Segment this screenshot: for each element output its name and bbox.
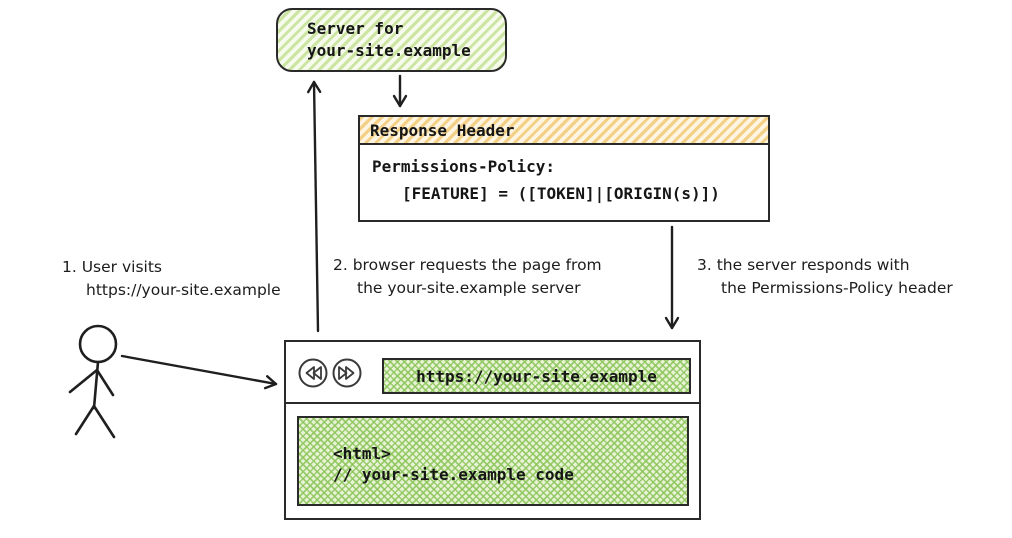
stick-figure-leg-left — [74, 404, 96, 436]
response-header-body: Permissions-Policy: [FEATURE] = ([TOKEN]… — [360, 145, 768, 207]
page-code-line: // your-site.example code — [333, 465, 574, 484]
stick-figure — [68, 324, 118, 439]
response-header-line: [FEATURE] = ([TOKEN]|[ORIGIN(s)]) — [402, 184, 720, 203]
arrow-browser-to-server — [306, 80, 322, 333]
stick-figure-body — [92, 360, 100, 410]
step-3-line-1: 3. the server responds with — [697, 256, 910, 274]
server-box: Server for your-site.example — [276, 8, 507, 72]
rewind-double-left-icon — [298, 358, 328, 388]
stick-figure-head — [78, 324, 118, 364]
forward-button — [331, 357, 363, 389]
server-box-line: your-site.example — [307, 41, 471, 60]
browser-page-content: <html> // your-site.example code — [297, 416, 689, 506]
url-bar: https://your-site.example — [382, 358, 691, 394]
arrow-user-to-browser — [120, 354, 278, 390]
back-button — [297, 357, 329, 389]
response-header-box: Response Header Permissions-Policy: [FEA… — [358, 115, 770, 222]
step-label-2: 2. browser requests the page from the yo… — [333, 254, 602, 300]
step-2-line-1: 2. browser requests the page from — [333, 256, 602, 274]
step-label-3: 3. the server responds with the Permissi… — [697, 254, 953, 300]
browser-toolbar: https://your-site.example — [286, 342, 699, 404]
fast-forward-double-right-icon — [332, 358, 362, 388]
stick-figure-arm-right — [95, 368, 115, 397]
step-label-1: 1. User visits https://your-site.example — [62, 256, 281, 302]
server-box-line: Server for — [307, 19, 404, 38]
browser-window: https://your-site.example <html> // your… — [284, 340, 701, 520]
stick-figure-arm-left — [68, 368, 99, 394]
step-1-line-1: 1. User visits — [62, 258, 162, 276]
step-1-line-2: https://your-site.example — [86, 281, 281, 299]
response-header-title: Response Header — [360, 117, 768, 145]
response-header-line: Permissions-Policy: — [372, 157, 556, 176]
step-3-line-2: the Permissions-Policy header — [721, 279, 953, 297]
stick-figure-leg-right — [92, 404, 116, 439]
step-2-line-2: the your-site.example server — [357, 279, 581, 297]
page-code-line: <html> — [333, 444, 391, 463]
